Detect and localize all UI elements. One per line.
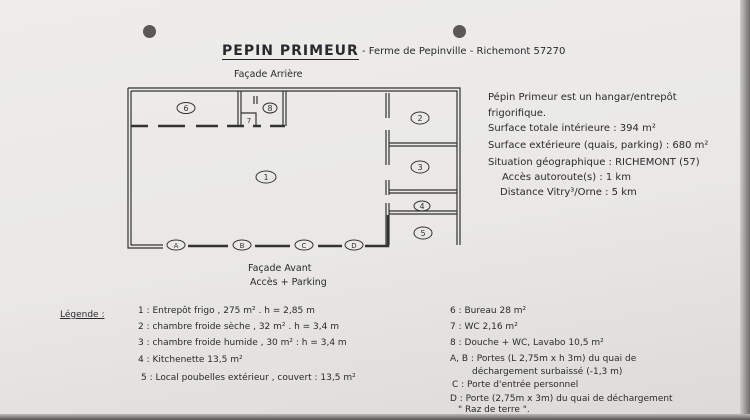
room-8-marker bbox=[262, 102, 278, 114]
room-4-marker bbox=[413, 200, 431, 212]
room-2-label: 2 bbox=[417, 114, 422, 123]
legend-item: A, B : Portes (L 2,75m x h 3m) du quai d… bbox=[450, 354, 637, 364]
legend-item: 8 : Douche + WC, Lavabo 10,5 m² bbox=[450, 338, 604, 348]
legend-item: C : Porte d'entrée personnel bbox=[452, 380, 579, 390]
legend-item: 6 : Bureau 28 m² bbox=[450, 306, 527, 316]
legend-item: " Raz de terre ". bbox=[458, 405, 530, 415]
punch-hole bbox=[143, 25, 156, 38]
legend-item: 2 : chambre froide sèche , 32 m² . h = 3… bbox=[138, 322, 339, 332]
photo-edge bbox=[740, 0, 750, 420]
partition-wall-4-5 bbox=[385, 203, 457, 245]
door-c-marker bbox=[294, 239, 314, 251]
room-4-label: 4 bbox=[419, 202, 424, 211]
punch-hole bbox=[453, 25, 466, 38]
legend-item: 5 : Local poubelles extérieur , couvert … bbox=[141, 373, 356, 383]
wc-walls bbox=[241, 96, 258, 126]
front-wall-segments bbox=[188, 215, 390, 248]
page-title: PEPIN PRIMEUR bbox=[222, 43, 359, 60]
door-d-marker bbox=[344, 239, 364, 251]
legend-item: 1 : Entrepôt frigo , 275 m² . h = 2,85 m bbox=[138, 306, 315, 316]
room-6-marker bbox=[176, 102, 196, 114]
outer-wall-top-right bbox=[128, 87, 461, 245]
legend-item: 4 : Kitchenette 13,5 m² bbox=[138, 355, 243, 365]
description-line: Accès autoroute(s) : 1 km bbox=[502, 172, 631, 183]
door-a-marker bbox=[166, 239, 186, 251]
legend-item: déchargement surbaissé (-1,3 m) bbox=[472, 367, 623, 377]
description-line: Surface totale intérieure : 394 m² bbox=[488, 123, 656, 134]
description-line: Surface extérieure (quais, parking) : 68… bbox=[488, 140, 709, 151]
door-c-label: C bbox=[302, 242, 307, 250]
sanitary-walls bbox=[237, 91, 287, 126]
description-line: Situation géographique : RICHEMONT (57) bbox=[488, 157, 700, 168]
room-5-marker bbox=[413, 226, 433, 240]
partition-wall-3-4 bbox=[385, 180, 457, 195]
room-8-label: 8 bbox=[267, 104, 272, 113]
description-line: frigorifique. bbox=[488, 108, 547, 119]
partition-wall bbox=[385, 93, 390, 118]
front-facade-label: Façade Avant bbox=[248, 263, 312, 274]
room-7-label: 7 bbox=[247, 117, 251, 125]
outer-wall-left bbox=[127, 88, 163, 249]
rear-facade-label: Façade Arrière bbox=[234, 69, 303, 80]
legend-item: 3 : chambre froide humide , 30 m² : h = … bbox=[138, 338, 347, 348]
legend-label: Légende : bbox=[60, 310, 105, 320]
subtitle: - Ferme de Pepinville - Richemont 57270 bbox=[362, 46, 566, 57]
door-b-marker bbox=[232, 239, 252, 251]
description-line: Pépin Primeur est un hangar/entrepôt bbox=[488, 92, 677, 103]
door-a-label: A bbox=[174, 242, 179, 250]
front-access-label: Accès + Parking bbox=[250, 277, 327, 288]
room-3-label: 3 bbox=[417, 163, 422, 172]
room-5-label: 5 bbox=[420, 229, 425, 238]
room-6-label: 6 bbox=[183, 104, 188, 113]
room-1-label: 1 bbox=[263, 173, 268, 182]
partition-wall-2-3 bbox=[385, 130, 457, 165]
room-2-marker bbox=[410, 111, 430, 125]
door-d-label: D bbox=[351, 242, 356, 250]
description-line: Distance Vitry³/Orne : 5 km bbox=[500, 187, 637, 198]
door-b-label: B bbox=[240, 242, 245, 250]
room-1-marker bbox=[255, 170, 277, 184]
photo-edge bbox=[0, 414, 750, 420]
legend-item: 7 : WC 2,16 m² bbox=[450, 322, 518, 332]
legend-item: D : Porte (2,75m x 3m) du quai de déchar… bbox=[450, 394, 673, 404]
room-3-marker bbox=[410, 160, 430, 174]
